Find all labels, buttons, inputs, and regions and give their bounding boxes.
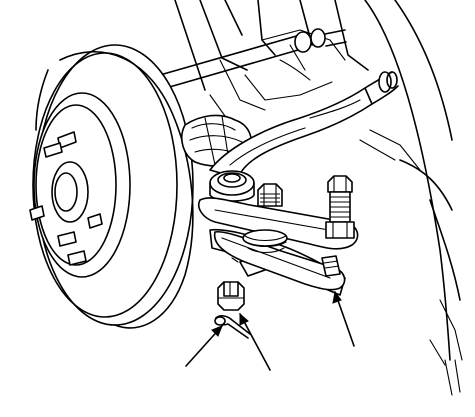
steering-arm xyxy=(209,71,399,179)
ball-joint-boot xyxy=(242,229,288,254)
callout-arrow-castle-nut xyxy=(239,312,271,371)
pressure-bolt xyxy=(325,175,355,239)
callout-arrow-cotter-pin xyxy=(185,325,223,367)
wheel-hub xyxy=(29,92,131,278)
castle-nut xyxy=(217,281,245,311)
vehicle-body-lines xyxy=(174,0,463,366)
body-panel-detail xyxy=(444,359,461,396)
ball-joint-remover xyxy=(198,175,359,291)
ball-joint-stud xyxy=(209,170,255,202)
wheel-stud xyxy=(29,131,103,266)
tool-bolt-end xyxy=(321,255,341,277)
callout-arrow-ball-joint-remover xyxy=(332,290,355,347)
strut-rod xyxy=(159,28,347,89)
hex-nut xyxy=(257,183,283,207)
cotter-pin xyxy=(214,315,251,339)
